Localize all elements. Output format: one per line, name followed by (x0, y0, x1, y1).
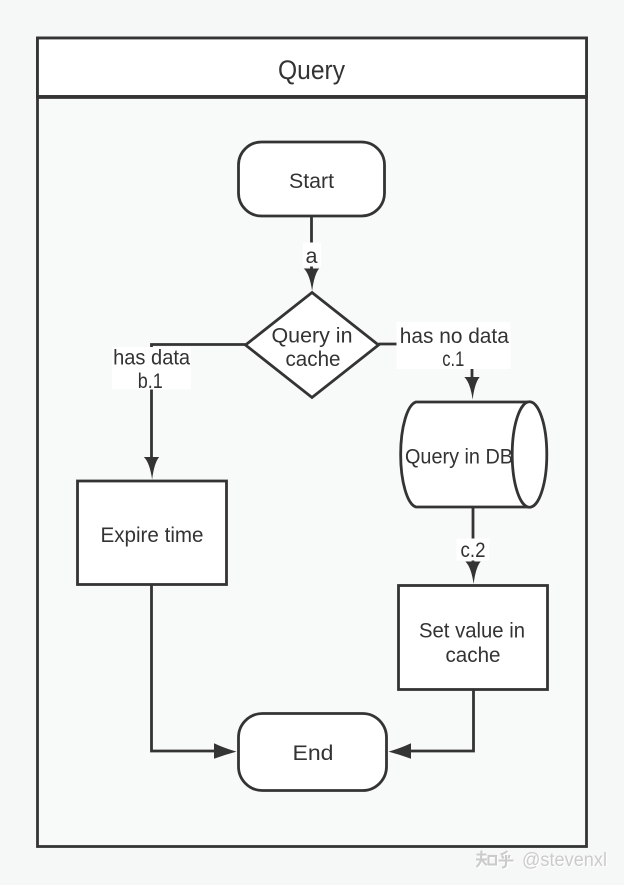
svg-text:c.1: c.1 (442, 347, 464, 371)
svg-text:@stevenxl: @stevenxl (522, 849, 607, 871)
svg-text:End: End (293, 742, 334, 765)
svg-text:a: a (306, 244, 318, 268)
svg-text:has no data: has no data (400, 324, 509, 348)
svg-text:Set value in: Set value in (419, 619, 525, 642)
svg-text:cache: cache (446, 644, 501, 667)
svg-text:c.2: c.2 (461, 538, 486, 562)
svg-text:b.1: b.1 (138, 369, 163, 393)
svg-text:@stevenxl: @stevenxl (523, 850, 608, 872)
svg-text:Query in DB: Query in DB (405, 446, 513, 469)
svg-text:Query in: Query in (272, 325, 353, 348)
svg-text:Start: Start (289, 170, 334, 193)
svg-text:Expire time: Expire time (101, 524, 204, 547)
svg-text:cache: cache (286, 348, 341, 371)
svg-text:Query: Query (278, 55, 346, 85)
svg-text:has data: has data (113, 346, 190, 370)
